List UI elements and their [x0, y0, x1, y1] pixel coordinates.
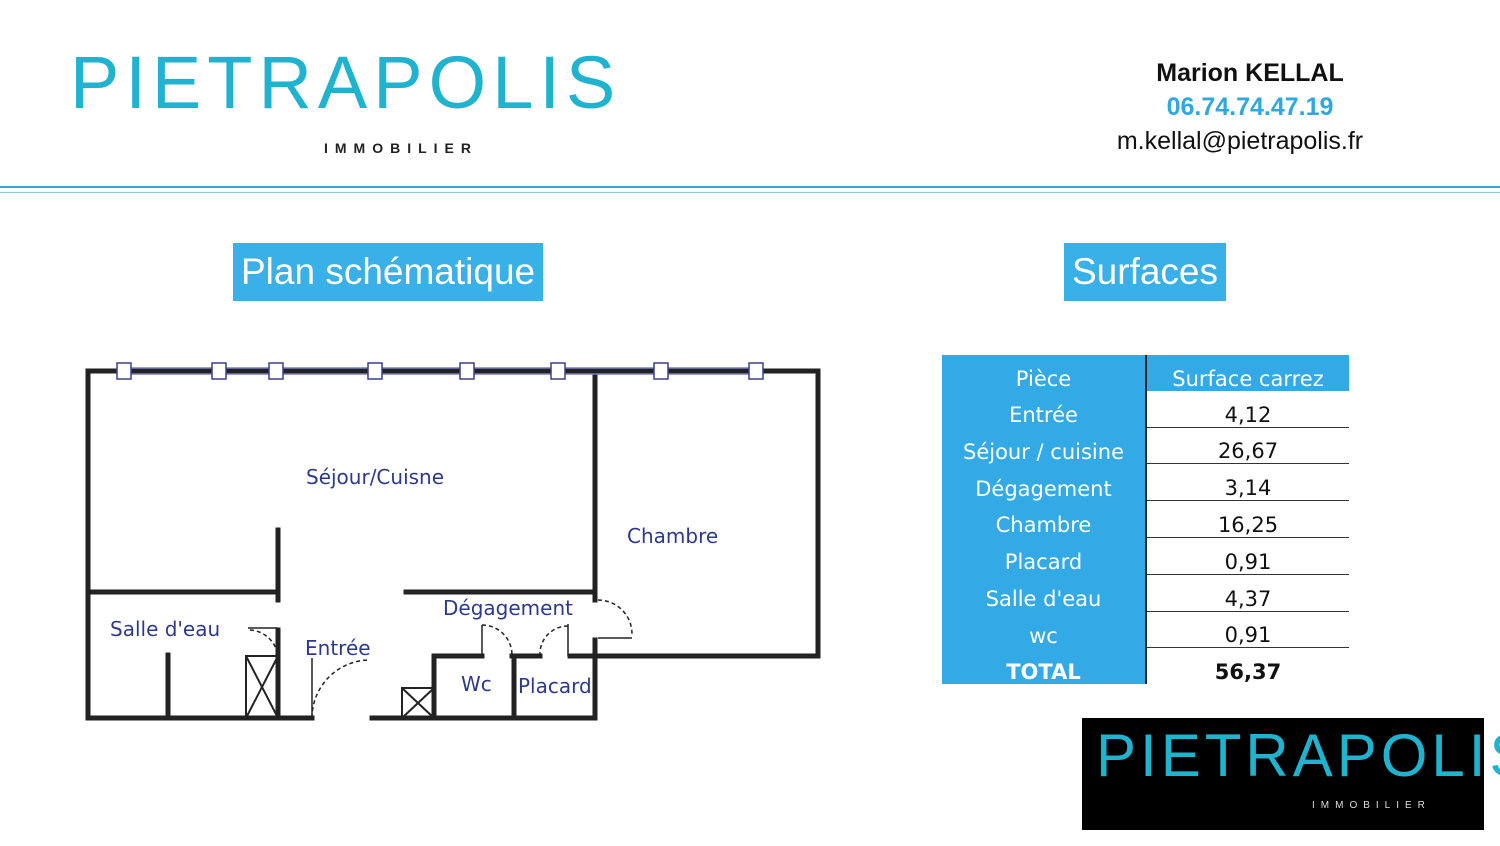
cell-piece: Chambre: [942, 500, 1147, 538]
table-row: Dégagement 3,14: [942, 463, 1349, 502]
footer-logo-text: PIETRAPOLIS: [1096, 722, 1500, 789]
cell-surface: 26,67: [1146, 427, 1349, 465]
table-row: Entrée 4,12: [942, 390, 1349, 428]
window-8: [748, 362, 764, 380]
table-total-row: TOTAL 56,37: [942, 647, 1349, 685]
contact-email[interactable]: m.kellal@pietrapolis.fr: [1116, 127, 1364, 155]
room-label-salle-eau: Salle d'eau: [110, 617, 220, 641]
footer-logo-subtext: IMMOBILIER: [1312, 800, 1431, 811]
total-label: TOTAL: [942, 647, 1147, 685]
cell-piece: Entrée: [942, 390, 1147, 428]
cell-surface: 16,25: [1146, 500, 1349, 538]
shaft-wc: [401, 687, 435, 719]
cell-surface: 3,14: [1146, 463, 1349, 502]
table-row: wc 0,91: [942, 611, 1349, 649]
door-wc: [481, 624, 513, 657]
plan-heading: Plan schématique: [233, 243, 544, 301]
table-row: Chambre 16,25: [942, 500, 1349, 538]
cell-piece: Salle d'eau: [942, 574, 1147, 612]
column-header-surface: Surface carrez: [1146, 355, 1349, 391]
window-5: [459, 362, 475, 380]
cell-piece: Séjour / cuisine: [942, 427, 1147, 464]
surfaces-heading: Surfaces: [1064, 243, 1227, 301]
door-placard: [539, 625, 569, 657]
table-row: Séjour / cuisine 26,67: [942, 427, 1349, 465]
table-row: Salle d'eau 4,37: [942, 574, 1349, 612]
window-3: [268, 362, 284, 380]
window-4: [367, 362, 383, 380]
door-chambre: [597, 599, 633, 635]
cell-surface: 0,91: [1146, 611, 1349, 649]
shaft-salle: [245, 655, 279, 719]
contact-block: Marion KELLAL 06.74.74.47.19 m.kellal@pi…: [1100, 56, 1400, 158]
window-7: [653, 362, 669, 380]
header-divider-bottom: [0, 192, 1500, 193]
cell-surface: 4,12: [1146, 390, 1349, 428]
room-label-wc: Wc: [461, 672, 492, 696]
door-salle: [249, 629, 279, 657]
brand-logo: PIETRAPOLIS: [70, 41, 622, 124]
window-6: [550, 362, 566, 380]
header-divider-top: [0, 186, 1500, 188]
table-row: Placard 0,91: [942, 537, 1349, 575]
room-label-sejour: Séjour/Cuisne: [306, 465, 444, 489]
room-label-degagement: Dégagement: [443, 596, 573, 620]
cell-piece: Dégagement: [942, 463, 1147, 501]
total-value: 56,37: [1214, 660, 1282, 685]
table-header-row: Pièce Surface carrez: [942, 355, 1349, 391]
column-header-piece: Pièce: [942, 355, 1147, 391]
footer-logo: PIETRAPOLIS IMMOBILIER: [1082, 718, 1500, 830]
brand-logo-subtext: IMMOBILIER: [324, 140, 478, 156]
window-1: [116, 362, 132, 380]
contact-name: Marion KELLAL: [1156, 59, 1344, 87]
window-2: [211, 362, 227, 380]
contact-phone[interactable]: 06.74.74.47.19: [1166, 93, 1334, 121]
room-label-placard: Placard: [518, 674, 592, 698]
cell-piece: wc: [942, 611, 1147, 648]
cell-piece: Placard: [942, 537, 1147, 575]
room-label-chambre: Chambre: [627, 524, 718, 548]
door-entree: [311, 659, 371, 719]
cell-surface: 0,91: [1146, 537, 1349, 575]
surfaces-table: Pièce Surface carrez Entrée 4,12 Séjour …: [942, 355, 1349, 685]
cell-surface: 4,37: [1146, 574, 1349, 612]
room-label-entree: Entrée: [305, 636, 371, 660]
